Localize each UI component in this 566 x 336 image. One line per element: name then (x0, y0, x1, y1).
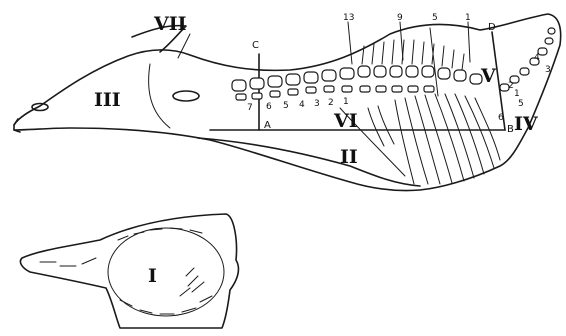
cross-section-outline (20, 214, 238, 328)
vertebra-number-7: 7 (247, 103, 253, 113)
leader-13 (348, 22, 352, 64)
number-1: 1 (465, 13, 471, 23)
lumbar-number-2: 2 (508, 81, 514, 91)
shoulder-hole (173, 91, 199, 101)
number-5: 5 (432, 13, 438, 23)
region-label-ii: II (340, 146, 358, 168)
region-label-v: V (480, 65, 497, 87)
vertebra-number-6: 6 (266, 102, 272, 112)
vertebra-number-1: 1 (343, 97, 349, 107)
region-label-vi: VI (333, 110, 358, 132)
neck-hole (32, 104, 48, 111)
region-label-iii: III (94, 89, 121, 111)
ribs (368, 94, 500, 184)
lumbar-number-5: 5 (518, 99, 524, 109)
vertebra-number-2: 2 (328, 98, 334, 108)
region-label-vii: VII (153, 13, 187, 35)
vertebra-number-4: 4 (299, 100, 305, 110)
rear-number-3: 3 (545, 65, 551, 75)
vertebra-number-5: 5 (283, 101, 289, 111)
cross-section: I (20, 214, 238, 328)
vertebra-number-3: 3 (314, 99, 320, 109)
number-13: 13 (343, 13, 354, 23)
lumbar-number-1: 1 (514, 89, 520, 99)
region-label-iv: IV (514, 113, 539, 135)
vertebra-bodies (236, 86, 434, 100)
letter-d: D (488, 22, 496, 33)
number-9: 9 (397, 13, 403, 23)
letter-b: B (507, 124, 514, 135)
rear-number-4: 4 (534, 53, 540, 63)
shoulder-curve (149, 64, 170, 128)
letter-a: A (264, 120, 271, 131)
rear-number-6: 6 (498, 113, 504, 123)
region-label-i: I (148, 265, 157, 287)
letter-c: C (252, 40, 259, 51)
leader-9 (400, 22, 403, 60)
fat-streaks (40, 228, 212, 314)
